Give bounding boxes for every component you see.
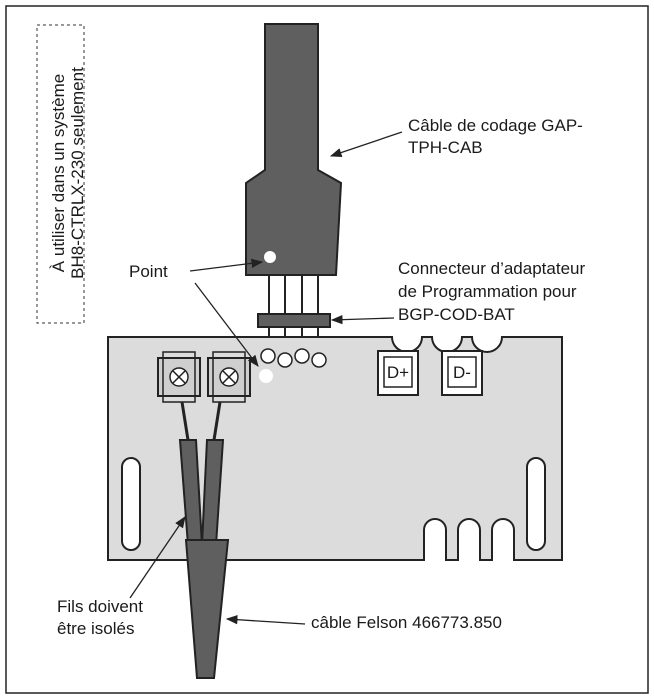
terminal-dminus-label: D- [453, 363, 471, 382]
board-slot-right [526, 457, 546, 551]
screw-terminal-2 [207, 351, 251, 403]
wires [178, 401, 225, 546]
outer-frame [5, 5, 649, 694]
felson-cable-label: câble Felson 466773.850 [311, 613, 502, 632]
terminal-dminus: D- [441, 350, 483, 396]
point-marker-board [259, 369, 273, 383]
felson-cable [184, 539, 230, 679]
arrow-connector [330, 314, 395, 325]
circled-x-icon [222, 370, 236, 384]
arrow-felson-cable [225, 615, 306, 625]
note-box [36, 24, 85, 324]
arrow-point-cable [189, 258, 264, 272]
note-line-1: À utiliser dans un système [49, 74, 68, 272]
programming-holes [260, 348, 327, 368]
coding-cable-label-2: TPH-CAB [408, 138, 483, 157]
point-label: Point [129, 262, 168, 281]
circled-x-icon [172, 370, 186, 384]
connector-label-2: de Programmation pour [398, 282, 577, 301]
board-slot-left [121, 457, 141, 551]
wires-label-1: Fils doivent [57, 597, 143, 616]
point-marker-cable [264, 251, 276, 263]
adapter-connector [257, 313, 331, 328]
wires-label-2: être isolés [57, 619, 134, 638]
coding-cable-label-1: Câble de codage GAP- [408, 116, 583, 135]
coding-cable [245, 23, 343, 276]
screw-terminal-1 [157, 351, 201, 403]
connector-label-3: BGP-COD-BAT [398, 305, 515, 324]
arrow-coding-cable [329, 131, 403, 158]
terminal-dplus: D+ [377, 350, 419, 396]
arrow-wires [129, 516, 186, 599]
note-line-2: BH8-CTRLX-230 seulement [68, 67, 87, 279]
terminal-dplus-label: D+ [387, 363, 409, 382]
connector-label-1: Connecteur d’adaptateur [398, 259, 585, 278]
arrow-point-board [194, 282, 259, 367]
